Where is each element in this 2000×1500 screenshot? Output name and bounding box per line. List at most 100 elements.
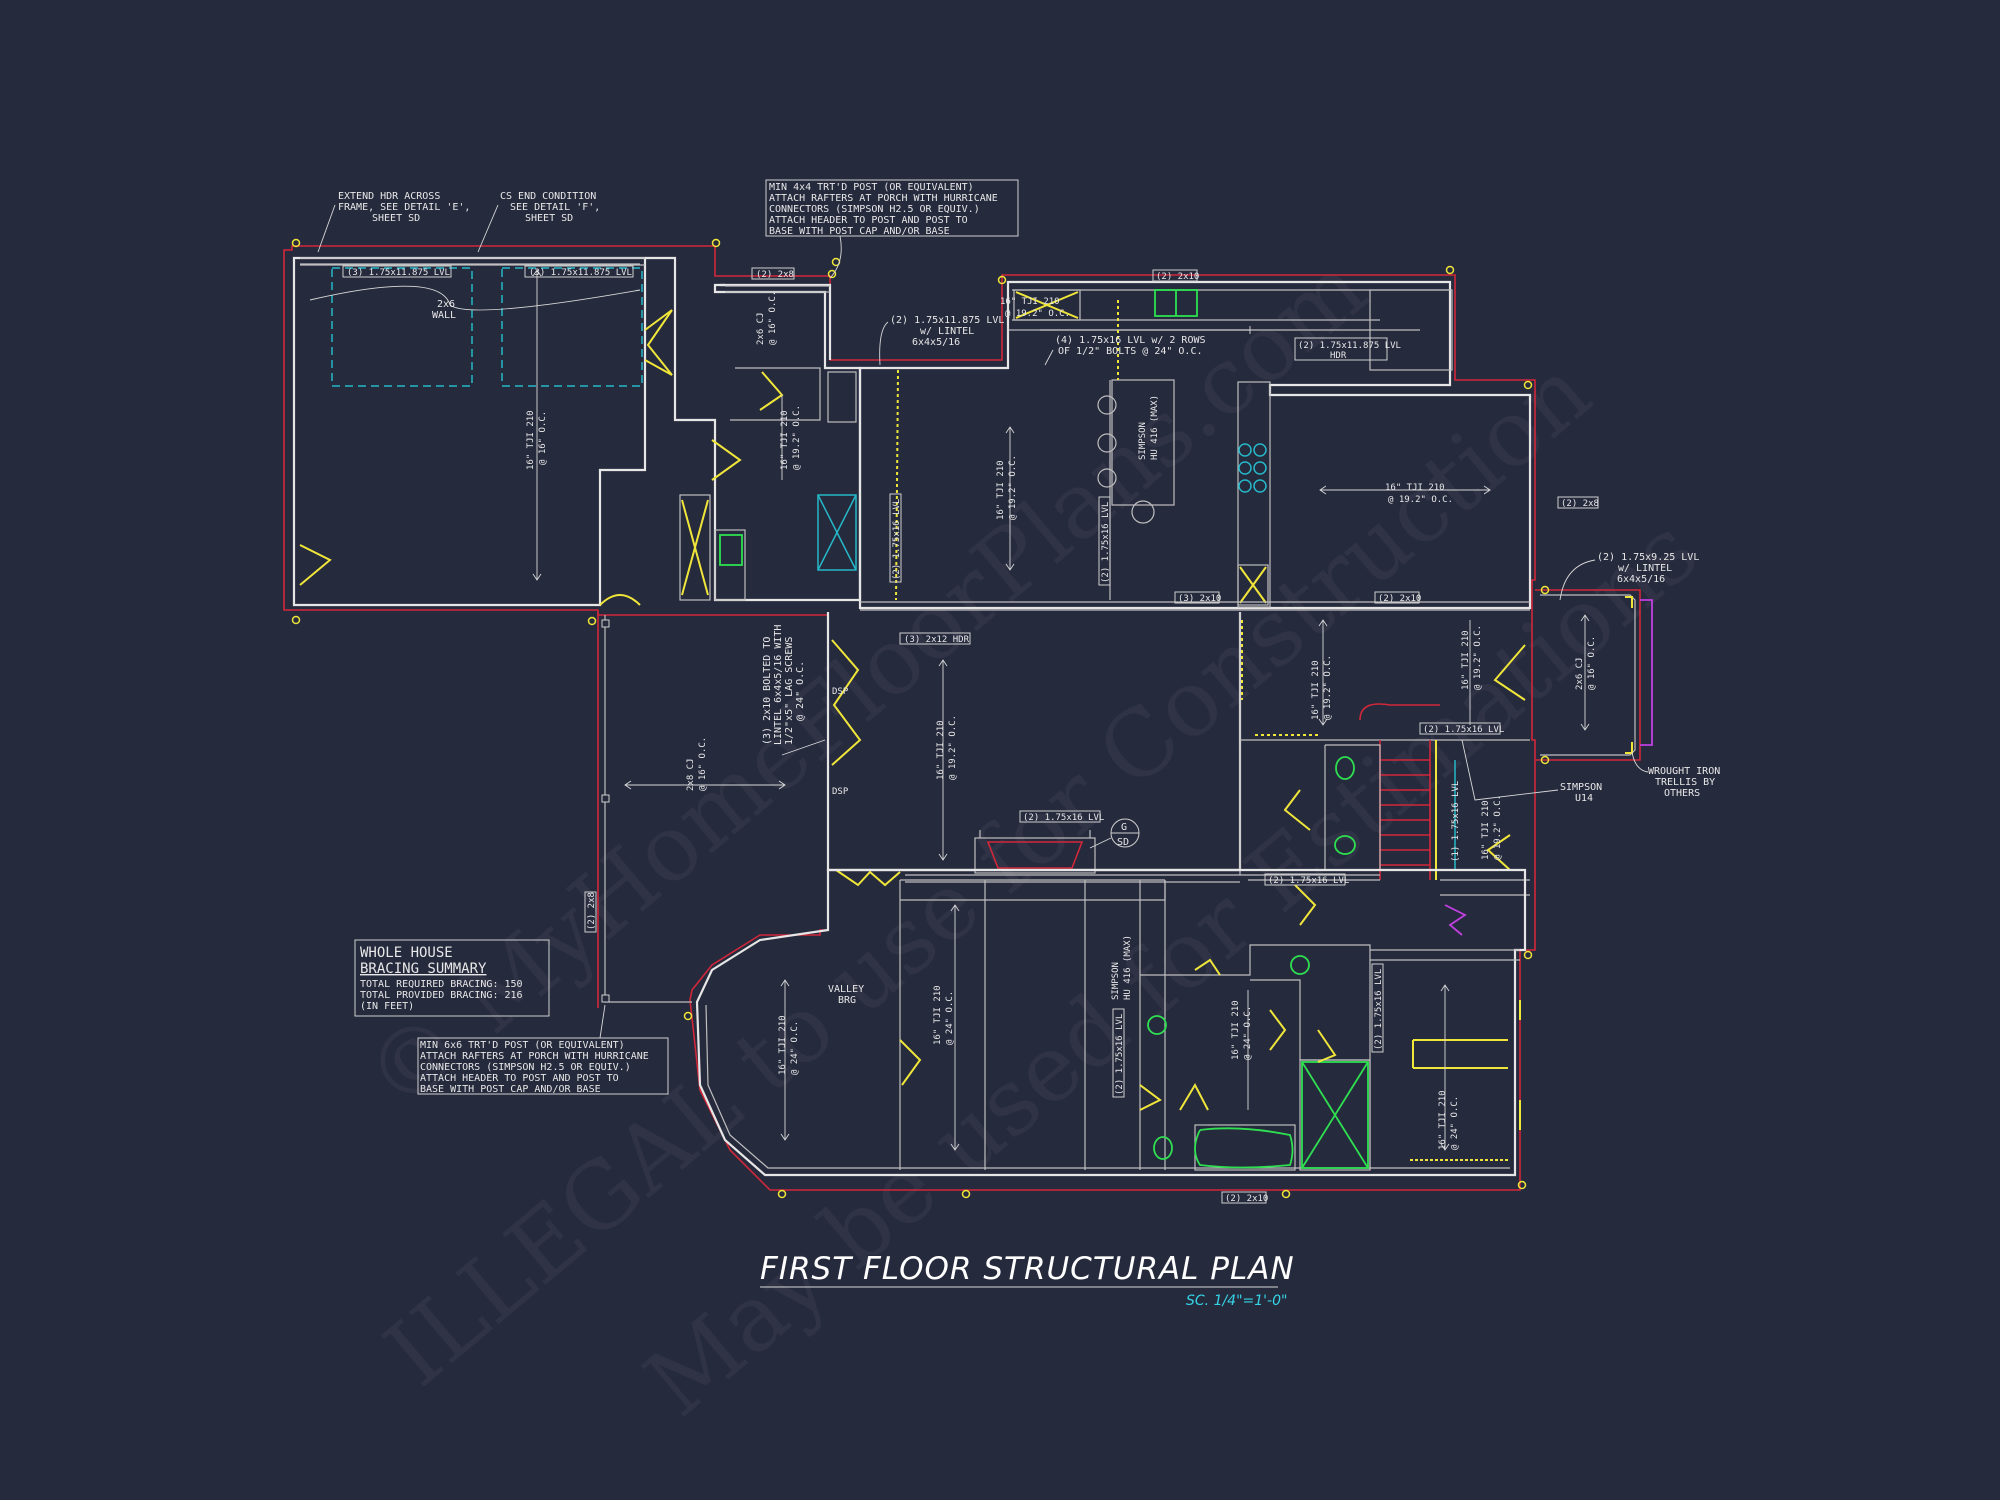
powder-room [1239,744,1381,926]
leader-6x6-post [599,1004,606,1039]
beam-bath-lvl: (2) 1.75x16 LVL [1268,876,1349,886]
span-hall-r1-1: 16" TJI 210 [1311,660,1321,720]
span-bay-2: @ 24" O.C. [790,1021,800,1075]
leader-bolted [781,739,826,756]
dsp-1: DSP [832,687,849,697]
span-garage-1: 16" TJI 210 [526,410,536,470]
note-bolt-rows: (4) 1.75x16 LVL w/ 2 ROWS OF 1/2" BOLTS … [1055,335,1206,357]
drawing-scale: SC. 1/4"=1'-0" [1186,1293,1287,1309]
great-room [826,612,1530,887]
span-hall-r2-1: 16" TJI 210 [1461,630,1471,690]
svg-text:CS END CONDITION: CS END CONDITION [500,191,596,202]
leader-wrought-iron [1631,751,1649,773]
leader-bolt-rows [1044,349,1054,366]
utility-rooms [645,256,862,602]
svg-text:SEE DETAIL 'F',: SEE DETAIL 'F', [510,202,600,213]
svg-text:EXTEND HDR ACROSS: EXTEND HDR ACROSS [338,191,440,202]
bracing-title-2: BRACING SUMMARY [360,961,487,977]
beam-tags: (3) 1.75x11.875 LVL (3) 1.75x11.875 LVL … [342,265,1599,1204]
svg-text:CONNECTORS (SIMPSON H2.5 OR EQ: CONNECTORS (SIMPSON H2.5 OR EQUIV.) [420,1062,631,1073]
svg-text:CONNECTORS (SIMPSON H2.5 OR EQ: CONNECTORS (SIMPSON H2.5 OR EQUIV.) [769,204,980,215]
detail-ref-top: G [1121,822,1127,833]
note-bolted-lintel: (3) 2x10 BOLTED TO LINTEL 6x4x5/16 WITH … [762,625,806,745]
beam-kitchen-lvl-hdr: HDR [1330,351,1347,361]
bracing-line-2: TOTAL PROVIDED BRACING: 216 [360,990,523,1001]
svg-text:w/ LINTEL: w/ LINTEL [1618,563,1672,574]
span-hall-r2-2: @ 19.2" O.C. [1473,625,1483,690]
beam-vertical-lvl-2: (2) 1.75x16 LVL [1101,502,1111,583]
bracing-line-1: TOTAL REQUIRED BRACING: 150 [360,979,523,990]
beam-garage-right: (3) 1.75x11.875 LVL [529,268,632,278]
svg-text:TRELLIS BY: TRELLIS BY [1655,777,1715,788]
svg-text:FRAME, SEE DETAIL 'E',: FRAME, SEE DETAIL 'E', [338,202,470,213]
span-dining-2: @ 24" O.C. [945,991,955,1045]
kitchen [858,280,1532,610]
svg-text:(2) 1.75x11.875 LVL: (2) 1.75x11.875 LVL [890,315,1004,326]
svg-text:(4) 1.75x16 LVL w/ 2 ROWS: (4) 1.75x16 LVL w/ 2 ROWS [1055,335,1206,346]
valley-brg-2: BRG [838,995,856,1006]
span-kitchen-top-2: @ 19.2" O.C. [1005,309,1070,319]
bracing-summary-box [354,939,550,1017]
span-bath-2: @ 24" O.C. [1243,1006,1253,1060]
svg-text:6x4x5/16: 6x4x5/16 [1617,574,1665,585]
svg-text:w/ LINTEL: w/ LINTEL [920,326,974,337]
detail-ref-bottom: SD [1117,837,1129,848]
beam-kitchen-2x10: (2) 2x10 [1156,272,1199,282]
svg-text:ATTACH RAFTERS AT PORCH WITH H: ATTACH RAFTERS AT PORCH WITH HURRICANE [769,193,998,204]
svg-text:SHEET SD: SHEET SD [525,213,573,224]
master-bath [1139,880,1371,1171]
valley-brg-1: VALLEY [828,984,864,995]
note-cs-end: CS END CONDITION SEE DETAIL 'F', SHEET S… [500,191,600,224]
leader-lintel-right [1559,559,1596,601]
svg-text:(2) 1.75x9.25 LVL: (2) 1.75x9.25 LVL [1597,552,1699,563]
svg-text:LINTEL 6x4x5/16 WITH: LINTEL 6x4x5/16 WITH [773,625,784,745]
span-family-2: @ 19.2" O.C. [1388,495,1453,505]
span-labels: 16" TJI 210@ 16" O.C. 16" TJI 210@ 19.2"… [526,291,1597,1150]
svg-text:@ 24" O.C.: @ 24" O.C. [795,661,806,721]
svg-text:OF 1/2" BOLTS @ 24" O.C.: OF 1/2" BOLTS @ 24" O.C. [1058,346,1203,357]
beam-bottom-2x10: (2) 2x10 [1225,1194,1268,1204]
span-hu-top-1: SIMPSON [1138,422,1148,460]
svg-text:(3) 2x10 BOLTED TO: (3) 2x10 BOLTED TO [762,637,773,745]
garage [292,256,673,607]
span-dining-1: 16" TJI 210 [933,985,943,1045]
note-6x6-post: MIN 6x6 TRT'D POST (OR EQUIVALENT) ATTAC… [420,1040,649,1095]
svg-text:ATTACH HEADER TO POST AND POST: ATTACH HEADER TO POST AND POST TO [420,1073,619,1084]
wall-2x6-2: WALL [432,310,456,321]
span-kitchen-2: @ 19.2" O.C. [1008,455,1018,520]
dsp-2: DSP [832,787,849,797]
beam-vertical-lvl-4: (2) 1.75x16 LVL [1115,1014,1125,1095]
beam-stair-lvl: (2) 1.75x16 LVL [1423,725,1504,735]
span-laundry-2: @ 19.2" O.C. [792,405,802,470]
svg-text:MIN 6x6 TRT'D POST (OR EQUIVAL: MIN 6x6 TRT'D POST (OR EQUIVALENT) [420,1040,625,1051]
leader-extend-header [317,204,336,253]
note-lintel-right: (2) 1.75x9.25 LVL w/ LINTEL 6x4x5/16 [1597,552,1699,585]
beam-porch-2x8: (2) 2x8 [756,270,794,280]
stair [1359,703,1530,936]
note-simpson-u14: SIMPSON U14 [1560,782,1602,804]
span-porch-cj-2: @ 16" O.C. [698,737,708,791]
span-bed-1: 16" TJI 210 [1438,1090,1448,1150]
svg-text:SIMPSON: SIMPSON [1560,782,1602,793]
beam-vertical-lvl-3: (1) 1.75x16 LVL [1451,781,1461,862]
span-great-2: @ 19.2" O.C. [948,715,958,780]
span-pantry-cj-2: @ 16" O.C. [768,291,778,345]
svg-text:1/2"x5" LAG SCREWS: 1/2"x5" LAG SCREWS [784,637,795,745]
svg-text:MIN 4x4 TRT'D POST (OR EQUIVAL: MIN 4x4 TRT'D POST (OR EQUIVALENT) [769,182,974,193]
span-garage-2: @ 16" O.C. [538,411,548,465]
span-kitchen-top-1: 16" TJI 210 [1000,297,1060,307]
beam-garage-left: (3) 1.75x11.875 LVL [347,268,450,278]
svg-text:BASE WITH POST CAP AND/OR BASE: BASE WITH POST CAP AND/OR BASE [769,226,950,237]
drawing-title: FIRST FLOOR STRUCTURAL PLAN [760,1251,1295,1287]
leader-4x4-post [829,235,842,279]
span-bay-1: 16" TJI 210 [778,1015,788,1075]
span-laundry-1: 16" TJI 210 [780,410,790,470]
bracing-title-1: WHOLE HOUSE [360,945,453,961]
svg-text:ATTACH RAFTERS AT PORCH WITH H: ATTACH RAFTERS AT PORCH WITH HURRICANE [420,1051,649,1062]
span-side-cj-1: 2x6 CJ [1575,657,1585,690]
span-stair-2: @ 19.2" O.C. [1493,795,1503,860]
beam-mid-2x10: (3) 2x10 [1178,594,1221,604]
beam-hall-hdr: (3) 2x12 HDR [904,635,970,645]
beam-vertical-lvl-1: (2) 1.75x16 LVL [892,499,902,580]
span-hu-bottom-1: SIMPSON [1111,962,1121,1000]
